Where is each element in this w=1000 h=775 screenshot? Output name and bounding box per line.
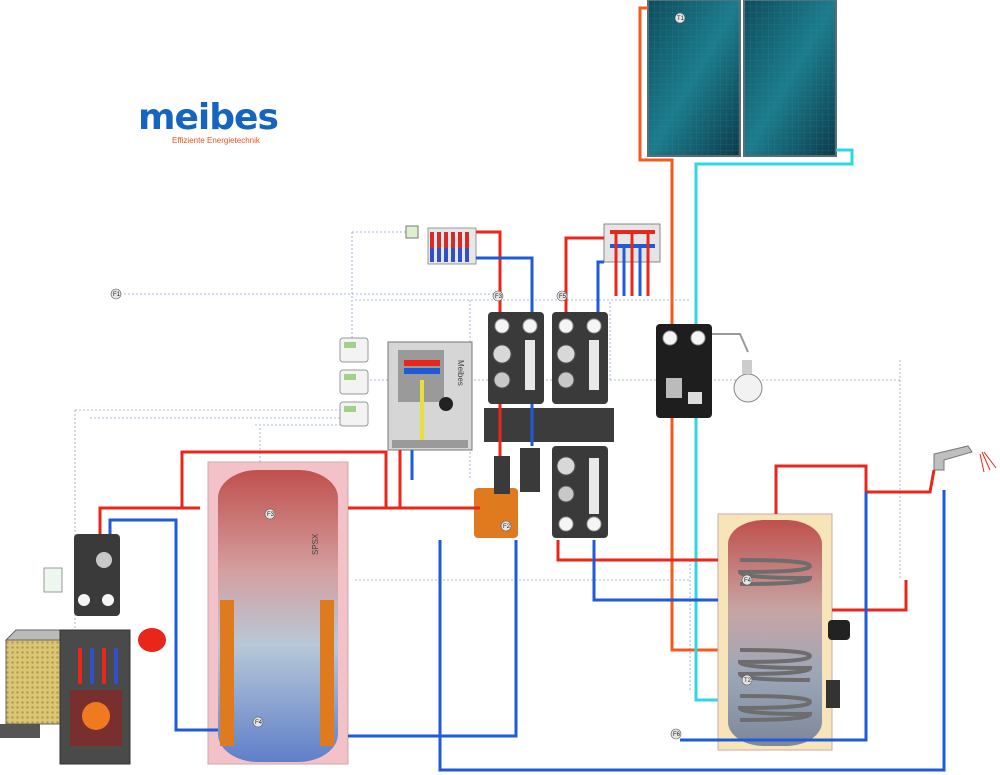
radiator-icon xyxy=(405,225,477,265)
mixing-valve xyxy=(474,448,540,538)
sensor-tags: F1 F2 F3 F5 F6 xyxy=(110,288,682,740)
sensor-t1-label: T1 xyxy=(677,16,685,22)
controller-icon xyxy=(339,337,369,427)
pump-station-1 xyxy=(488,312,544,404)
solar-pump-station xyxy=(656,324,712,418)
sensor-t2-label: T2 xyxy=(744,678,752,684)
sensor-f4-label: F4 xyxy=(255,720,263,726)
pump-icon xyxy=(492,344,512,364)
solar-collector-icon: T1 xyxy=(647,0,837,157)
brand-tagline: Effiziente Energietechnik xyxy=(172,136,260,145)
distribution-manifold xyxy=(484,408,614,442)
floor-manifold-icon xyxy=(603,223,661,296)
expansion-vessel-icon xyxy=(138,628,166,652)
sensor-f1-label: F1 xyxy=(113,292,121,298)
sensor-f6-label: F6 xyxy=(673,732,681,738)
sensor-f4-dhw-label: F4 xyxy=(744,578,752,584)
dhw-tank: F4 T2 xyxy=(717,513,850,751)
expansion-vessel-icon xyxy=(733,360,763,403)
pump-station-3 xyxy=(552,446,608,538)
piping xyxy=(98,404,946,772)
sensor-f3-label: F3 xyxy=(267,512,275,518)
buffer-tank: SPSX F3 F4 xyxy=(207,461,349,765)
mixer-tap-icon xyxy=(933,445,997,473)
boiler-brand-label: Meibes xyxy=(456,360,465,386)
buffer-tank-label: SPSX xyxy=(311,533,320,555)
sensor-f3-top-label: F3 xyxy=(495,294,503,300)
brand-logo: meibes xyxy=(138,97,279,138)
pump-station-2 xyxy=(552,312,608,404)
pellet-boiler-icon xyxy=(0,629,131,765)
controller-icon xyxy=(43,567,63,593)
loading-station xyxy=(74,534,120,616)
sensor-f5-label: F5 xyxy=(559,294,567,300)
sensor-f2-label: F2 xyxy=(503,524,511,530)
wall-boiler: Meibes xyxy=(387,341,473,451)
pump-icon xyxy=(556,344,576,364)
